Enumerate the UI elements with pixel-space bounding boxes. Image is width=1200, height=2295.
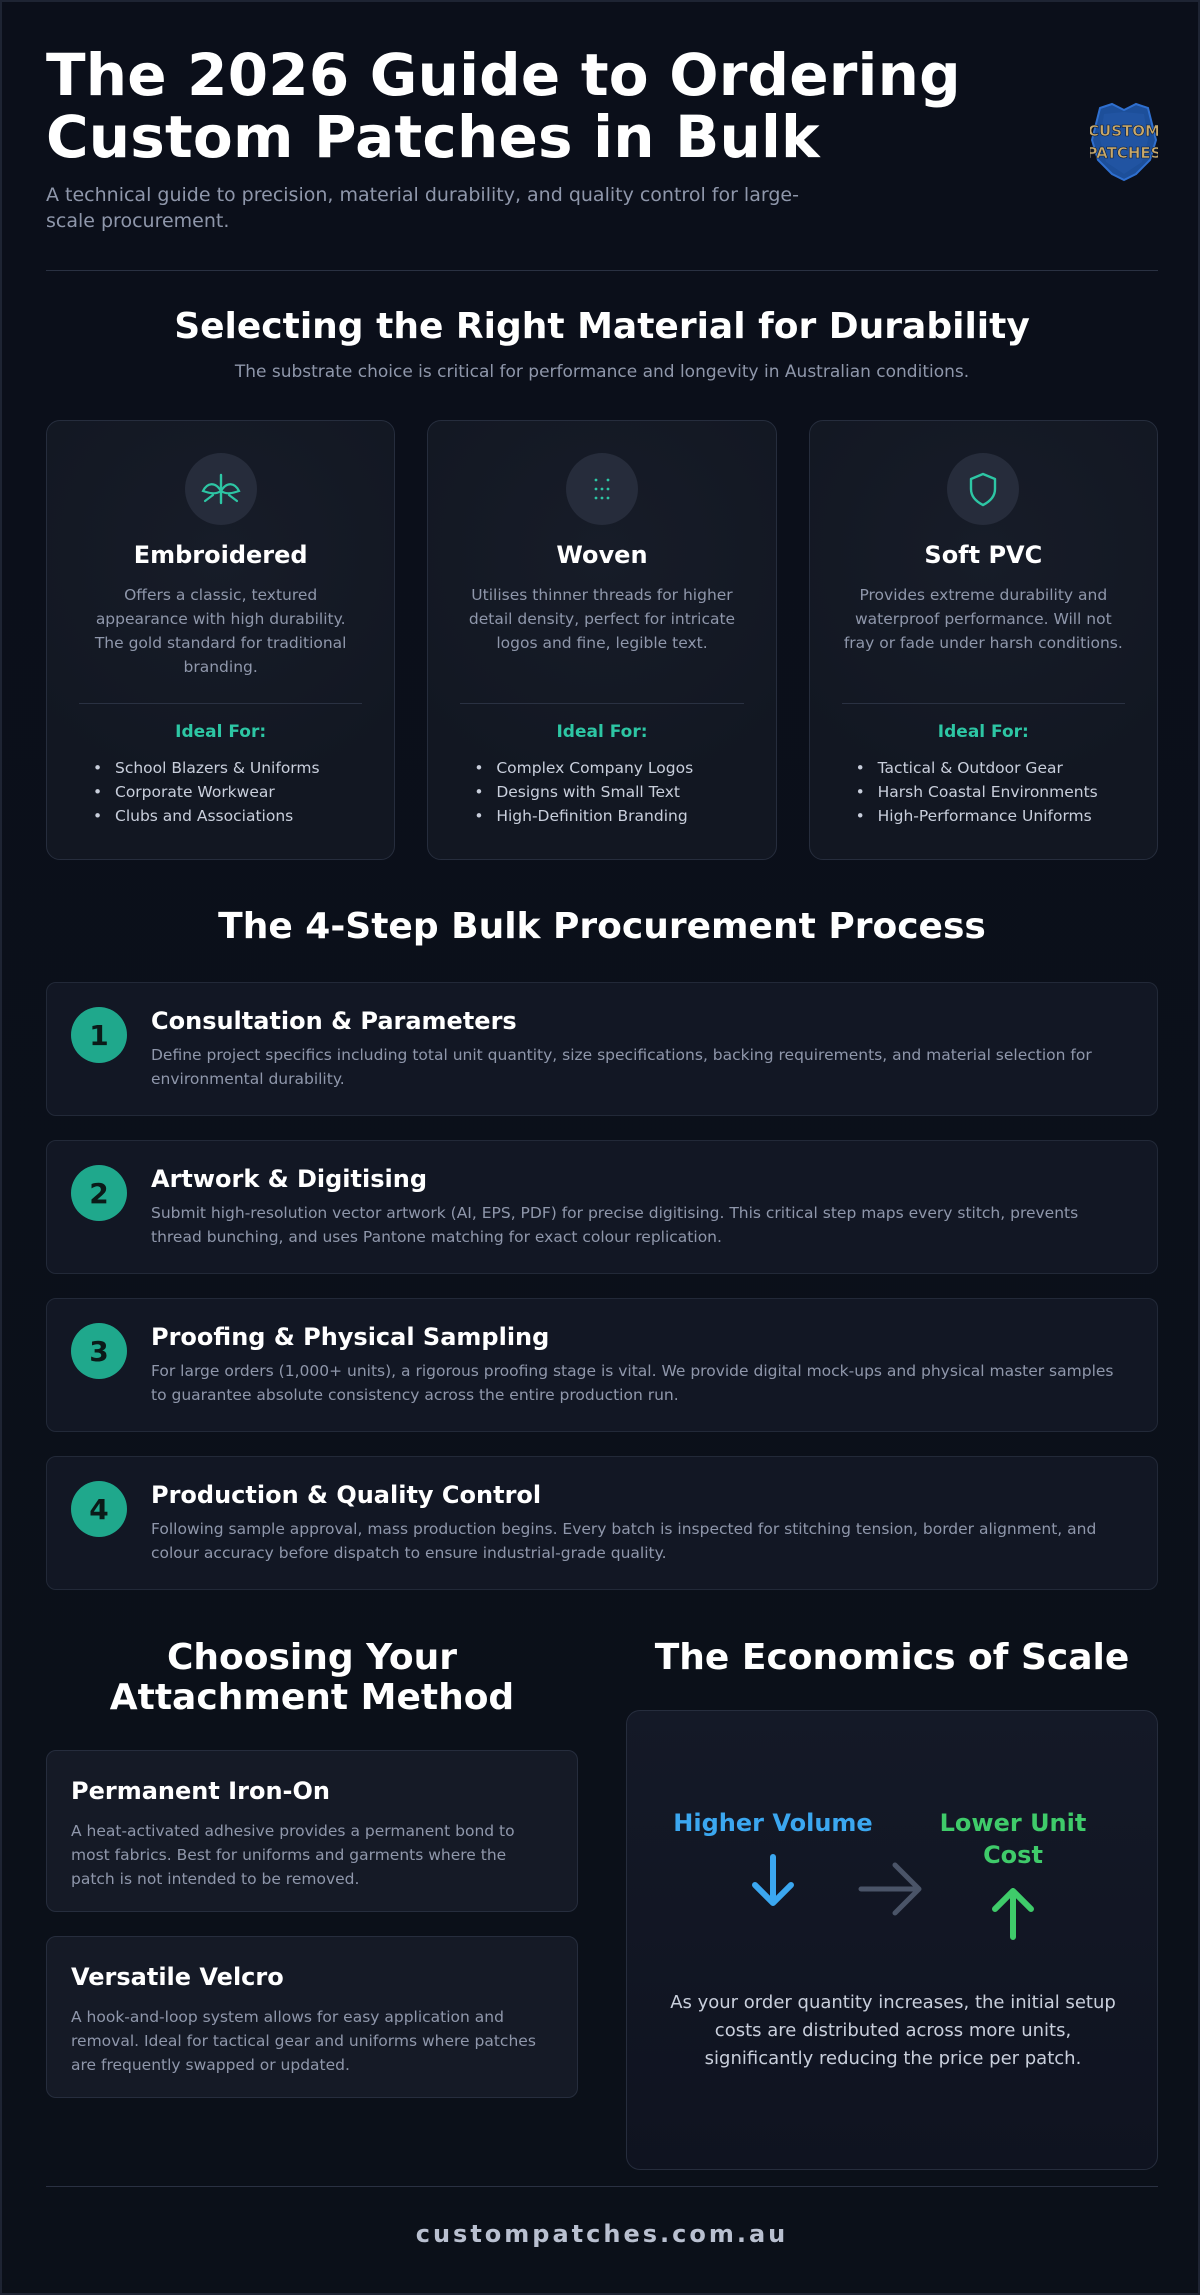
material-name: Soft PVC — [924, 541, 1043, 569]
economics-right: Lower Unit Cost — [913, 1807, 1113, 1951]
material-description: Offers a classic, textured appearance wi… — [94, 586, 347, 676]
header-divider — [46, 270, 1158, 271]
material-card-woven: Woven Utilises thinner threads for highe… — [427, 420, 777, 860]
ideal-for-list: Complex Company Logos Designs with Small… — [460, 756, 743, 828]
material-description: Provides extreme durability and waterpro… — [843, 586, 1123, 652]
list-item: Corporate Workwear — [93, 780, 362, 804]
list-item: High-Performance Uniforms — [856, 804, 1125, 828]
arrow-down-icon — [673, 1851, 873, 1919]
attachment-title: Choosing Your Attachment Method — [109, 1637, 515, 1718]
process-step-4: 4 Production & Quality Control Following… — [46, 1456, 1158, 1590]
material-name: Embroidered — [133, 541, 308, 569]
step-number: 4 — [71, 1481, 127, 1537]
material-card-embroidered: Embroidered Offers a classic, textured a… — [46, 420, 396, 860]
higher-volume-label: Higher Volume — [673, 1809, 873, 1837]
step-number: 2 — [71, 1165, 127, 1221]
process-title: The 4-Step Bulk Procurement Process — [218, 906, 986, 947]
logo-line-1: CUSTOM — [1090, 122, 1158, 140]
embroidery-icon — [184, 453, 257, 525]
list-item: School Blazers & Uniforms — [93, 756, 362, 780]
material-card-soft-pvc: Soft PVC Provides extreme durability and… — [808, 420, 1158, 860]
economics-card: Higher Volume Lower Unit Cost As your or… — [626, 1710, 1158, 2170]
attachment-title-text: Versatile Velcro — [71, 1963, 284, 1991]
attachment-description: A hook-and-loop system allows for easy a… — [71, 2008, 536, 2074]
custom-patches-logo: CUSTOM PATCHES — [1086, 100, 1162, 184]
step-title: Proofing & Physical Sampling — [151, 1323, 550, 1351]
ideal-for-list: Tactical & Outdoor Gear Harsh Coastal En… — [842, 756, 1125, 828]
list-item: Clubs and Associations — [93, 804, 362, 828]
material-name: Woven — [556, 541, 648, 569]
ideal-for-label: Ideal For: — [556, 722, 648, 742]
step-number: 3 — [71, 1323, 127, 1379]
list-item: Designs with Small Text — [474, 780, 743, 804]
step-description: For large orders (1,000+ units), a rigor… — [151, 1362, 1114, 1404]
process-step-2: 2 Artwork & Digitising Submit high-resol… — [46, 1140, 1158, 1274]
step-description: Submit high-resolution vector artwork (A… — [151, 1204, 1079, 1246]
list-item: Harsh Coastal Environments — [856, 780, 1125, 804]
process-step-1: 1 Consultation & Parameters Define proje… — [46, 982, 1158, 1116]
attachment-title-text: Permanent Iron-On — [71, 1777, 330, 1805]
step-number: 1 — [71, 1007, 127, 1063]
list-item: Complex Company Logos — [474, 756, 743, 780]
step-title: Production & Quality Control — [151, 1481, 542, 1509]
economics-description: As your order quantity increases, the in… — [670, 1992, 1116, 2069]
list-item: High-Definition Branding — [474, 804, 743, 828]
economics-left: Higher Volume — [673, 1807, 873, 1919]
attachment-option-iron-on: Permanent Iron-On A heat-activated adhes… — [46, 1750, 578, 1912]
page-subtitle: A technical guide to precision, material… — [46, 184, 799, 232]
attachment-option-velcro: Versatile Velcro A hook-and-loop system … — [46, 1936, 578, 2098]
material-description: Utilises thinner threads for higher deta… — [468, 586, 736, 652]
materials-title: Selecting the Right Material for Durabil… — [174, 306, 1030, 347]
ideal-for-list: School Blazers & Uniforms Corporate Work… — [79, 756, 362, 828]
attachment-description: A heat-activated adhesive provides a per… — [71, 1822, 515, 1888]
footer-site-link[interactable]: custompatches.com.au — [415, 2220, 789, 2248]
material-cards: Embroidered Offers a classic, textured a… — [46, 420, 1158, 862]
arrow-up-icon — [913, 1883, 1113, 1951]
ideal-for-label: Ideal For: — [937, 722, 1029, 742]
arrow-right-icon — [853, 1851, 929, 1931]
woven-dots-icon — [565, 453, 638, 525]
shield-icon — [947, 453, 1020, 525]
card-divider — [79, 703, 363, 704]
page-title: The 2026 Guide to Ordering Custom Patche… — [46, 41, 961, 171]
step-description: Following sample approval, mass producti… — [151, 1520, 1097, 1562]
header: The 2026 Guide to Ordering Custom Patche… — [46, 41, 1162, 244]
card-divider — [841, 703, 1125, 704]
lower-unit-cost-label: Lower Unit Cost — [939, 1809, 1087, 1869]
ideal-for-label: Ideal For: — [175, 722, 267, 742]
card-divider — [460, 703, 744, 704]
footer-divider — [46, 2186, 1158, 2187]
step-title: Consultation & Parameters — [151, 1007, 517, 1035]
step-title: Artwork & Digitising — [151, 1165, 428, 1193]
materials-subtitle: The substrate choice is critical for per… — [234, 362, 970, 382]
list-item: Tactical & Outdoor Gear — [856, 756, 1125, 780]
economics-title: The Economics of Scale — [654, 1637, 1130, 1678]
process-step-3: 3 Proofing & Physical Sampling For large… — [46, 1298, 1158, 1432]
step-description: Define project specifics including total… — [151, 1046, 1092, 1088]
logo-line-2: PATCHES — [1090, 144, 1158, 162]
